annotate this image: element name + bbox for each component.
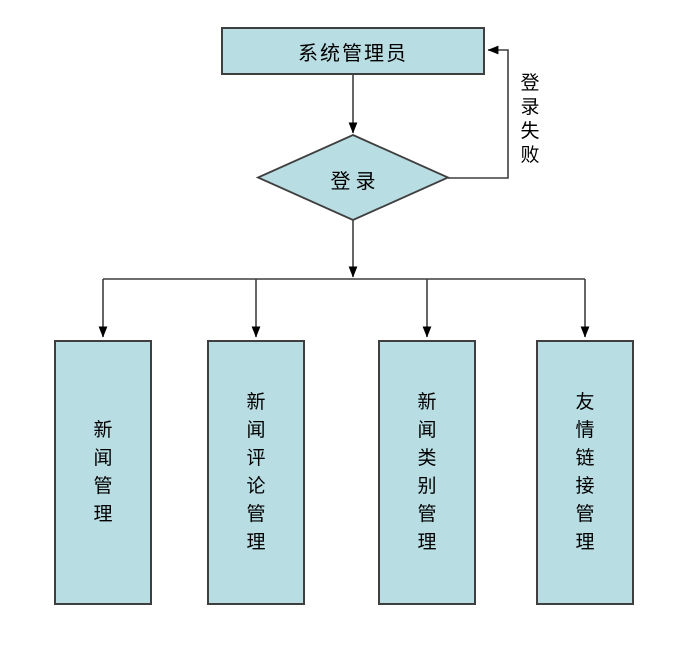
- node-label: 新闻类别管理: [417, 391, 437, 553]
- node-label: 友情链接管理: [575, 391, 595, 553]
- node-news-comment-management: 新闻评论管理: [207, 340, 305, 605]
- node-news-management: 新闻管理: [54, 340, 152, 605]
- login-decision-diamond: [255, 134, 451, 221]
- system-admin-label: 系统管理员: [298, 42, 408, 65]
- login-failed-label: 登录失败: [520, 73, 540, 166]
- node-friend-links-management: 友情链接管理: [536, 340, 634, 605]
- node-label: 新闻评论管理: [246, 391, 266, 553]
- node-news-category-management: 新闻类别管理: [378, 340, 476, 605]
- node-label: 新闻管理: [93, 419, 113, 525]
- connector-login-failed-feedback: [448, 45, 509, 179]
- login-decision-label: 登录: [330, 171, 381, 193]
- node-system-admin: 系统管理员: [221, 27, 485, 75]
